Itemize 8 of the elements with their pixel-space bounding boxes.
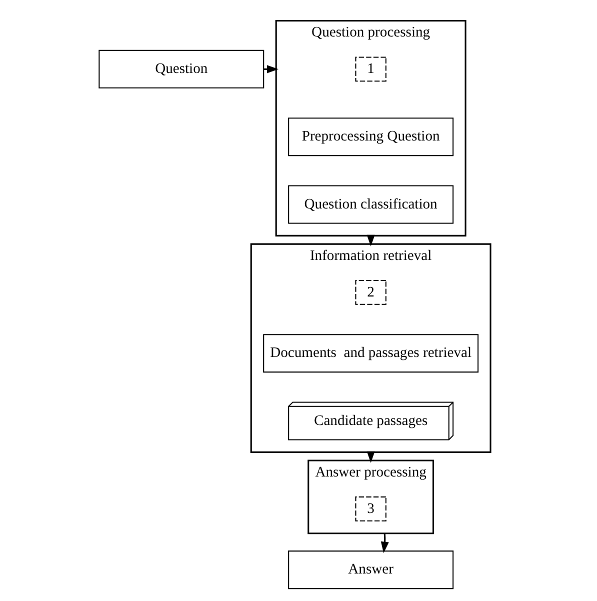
node-box: Question <box>98 50 264 88</box>
node-box: Preprocessing Question <box>288 118 454 156</box>
node-box: Documents and passages retrieval <box>262 334 478 373</box>
node-box: 1 <box>354 56 386 82</box>
node-box: Question classification <box>288 185 454 224</box>
node-box: 3 <box>354 496 386 522</box>
node-box: Answer <box>288 550 454 590</box>
node-box: 2 <box>354 280 386 305</box>
